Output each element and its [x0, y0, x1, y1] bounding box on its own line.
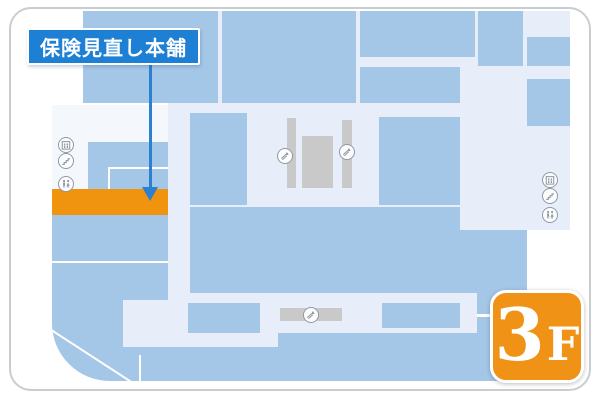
callout-arrow-line: [149, 65, 152, 189]
store-divider: [108, 167, 168, 169]
elevator-block: [302, 136, 333, 188]
store-block: [188, 303, 260, 333]
store-block: [460, 230, 527, 293]
callout-arrow-head: [142, 187, 158, 201]
stairs-icon: [58, 153, 74, 169]
floor-number: 3: [494, 292, 545, 377]
store-block: [478, 11, 523, 66]
store-block: [360, 67, 460, 103]
store-block: [88, 142, 168, 189]
floor-suffix: F: [546, 317, 580, 371]
store-callout-label[interactable]: 保険見直し本舗: [27, 28, 200, 65]
badge-connector-line: [477, 314, 491, 317]
store-divider: [139, 355, 141, 381]
store-block: [190, 207, 460, 293]
elevator-icon: [58, 137, 74, 153]
store-block: [278, 333, 527, 381]
store-block: [382, 303, 460, 328]
store-block: [52, 215, 168, 300]
restroom-icon: [58, 176, 74, 192]
escalator-icon: [339, 144, 355, 160]
floor-badge[interactable]: 3 F: [490, 290, 584, 383]
stairs-icon: [542, 188, 558, 204]
corridor-vertical: [168, 215, 190, 298]
store-block: [527, 79, 570, 126]
elevator-icon: [542, 172, 558, 188]
store-block: [222, 11, 356, 103]
restroom-icon: [542, 207, 558, 223]
escalator-icon: [303, 307, 319, 323]
store-divider: [108, 167, 110, 189]
store-block: [360, 11, 475, 57]
store-divider: [52, 261, 168, 263]
store-block: [115, 347, 278, 381]
corridor-bottom-step: [123, 335, 278, 347]
escalator-icon: [277, 148, 293, 164]
store-callout-text: 保険見直し本舗: [40, 38, 187, 60]
store-block: [379, 117, 460, 205]
store-block: [190, 113, 247, 205]
store-block: [527, 37, 570, 66]
